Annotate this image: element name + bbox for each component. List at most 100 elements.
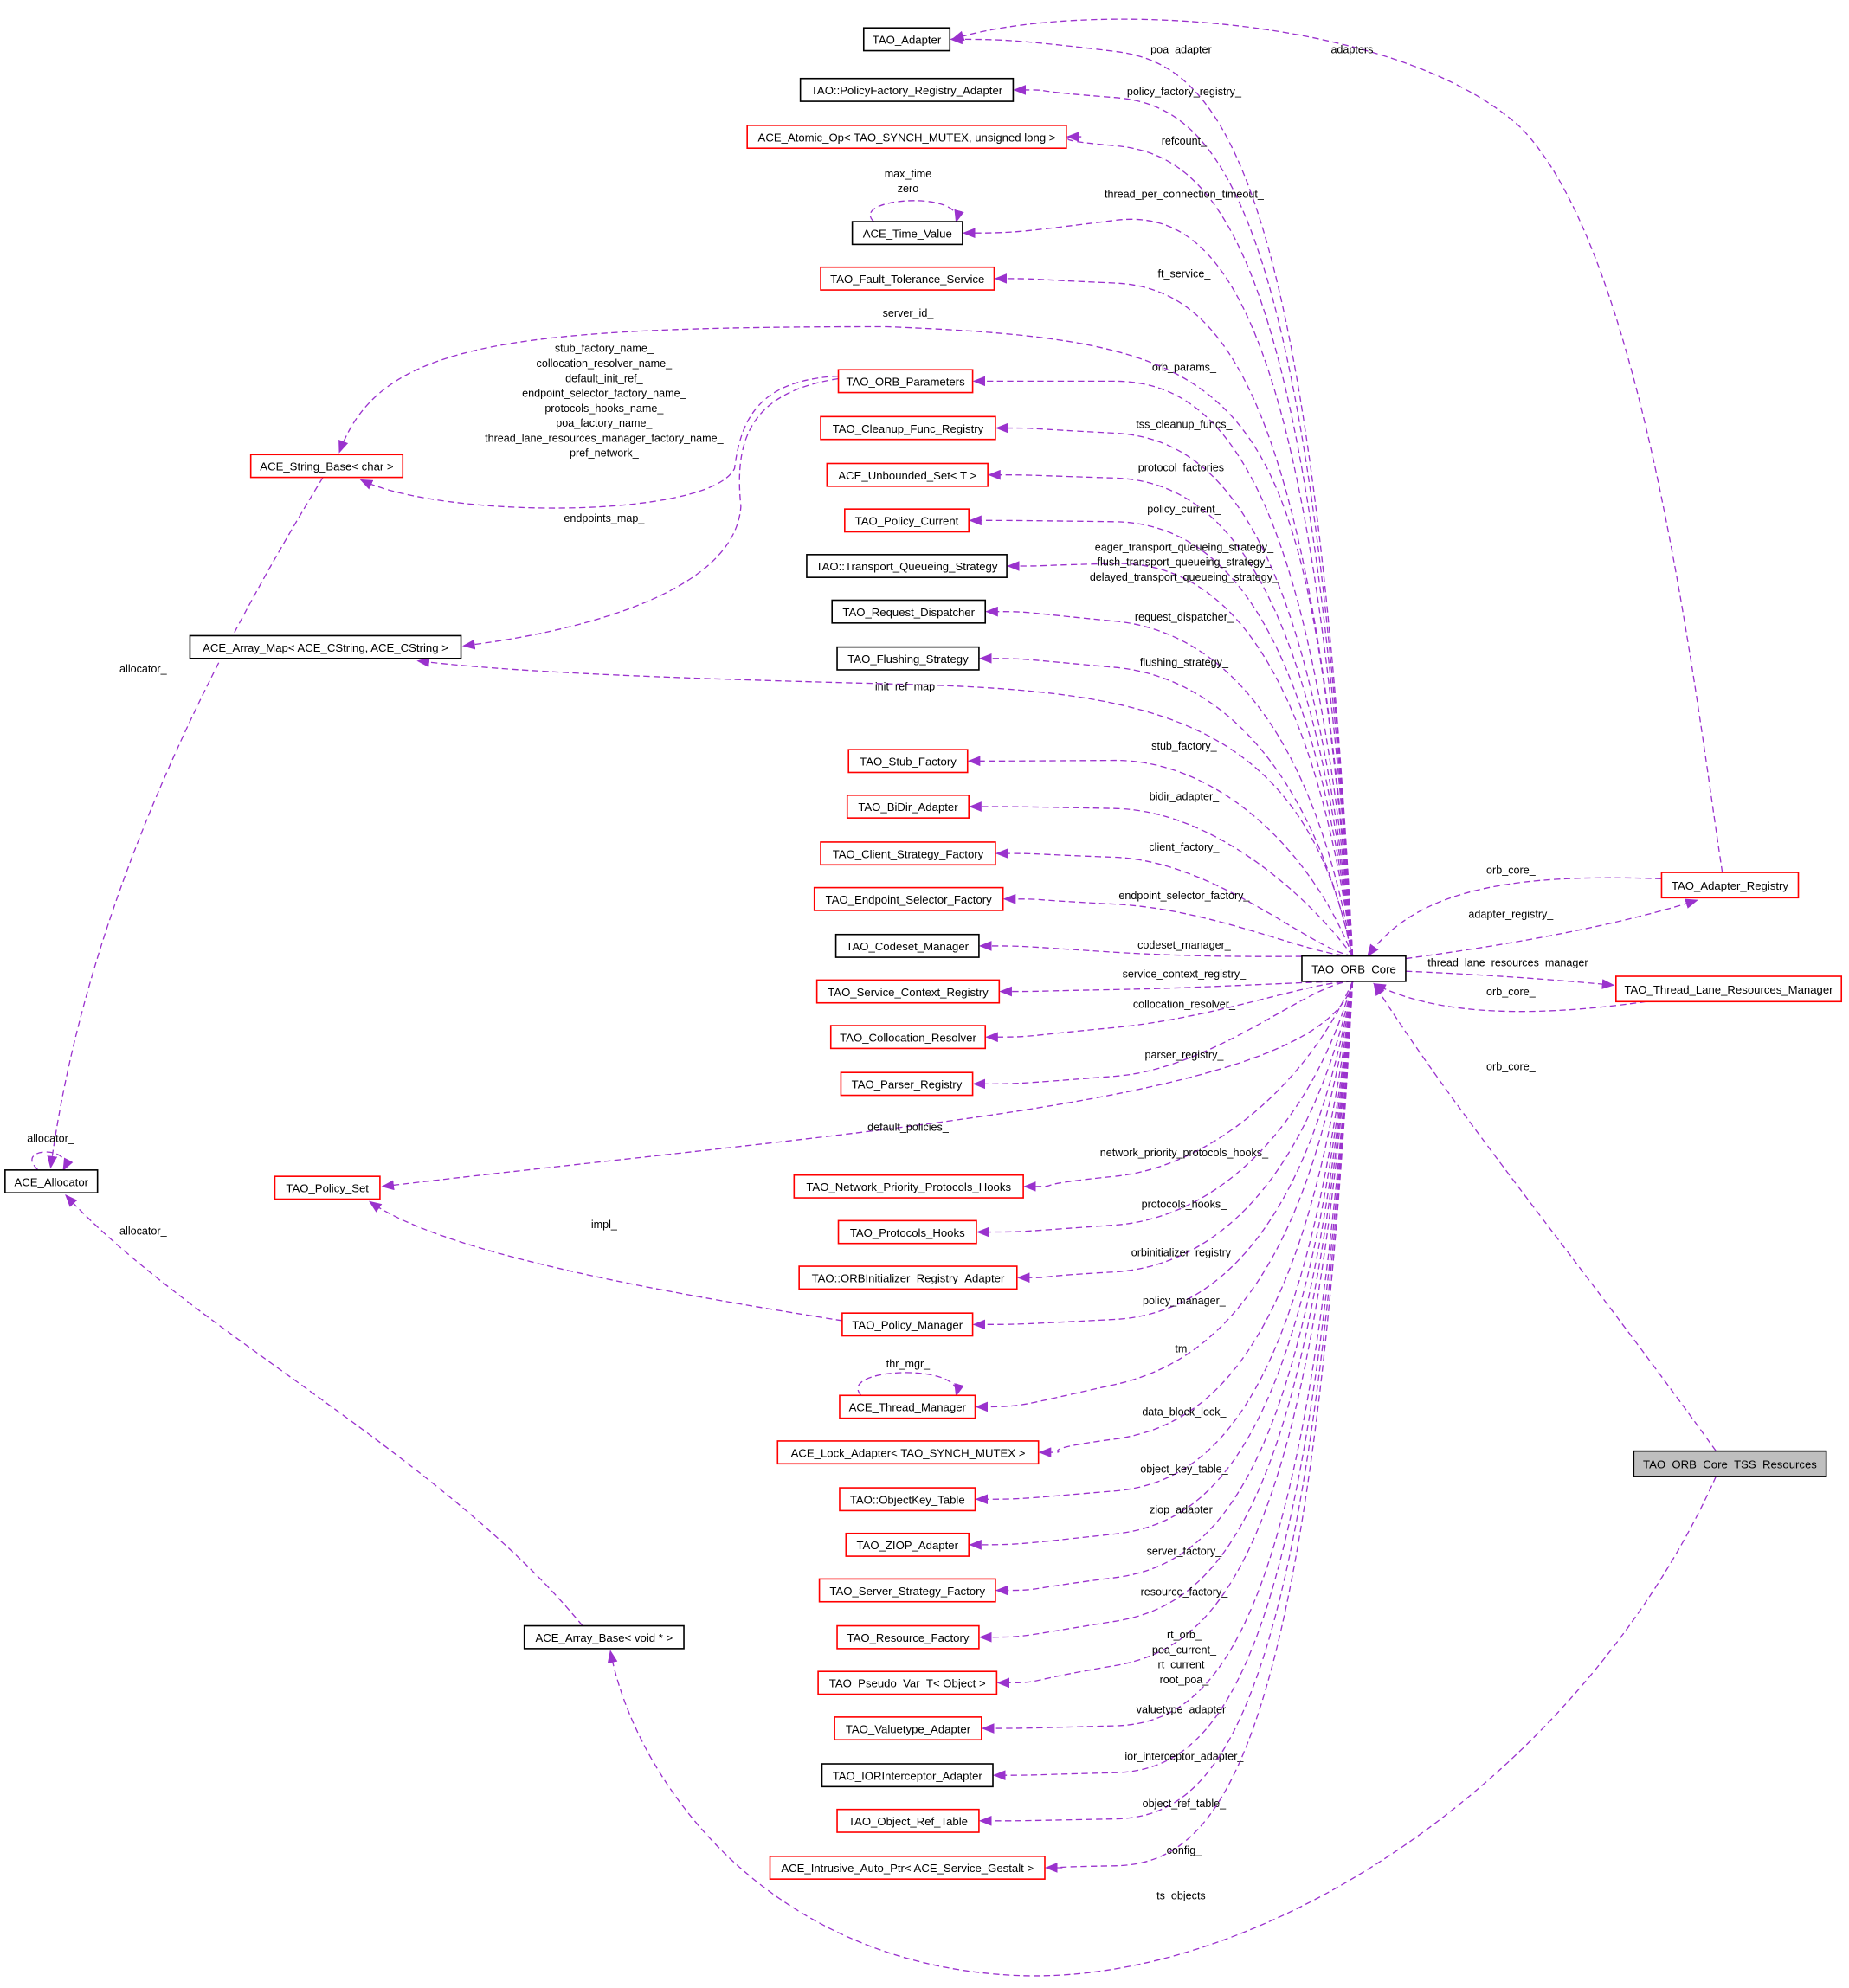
class-node-tao-objectkey-table[interactable]: TAO::ObjectKey_Table (839, 1487, 976, 1512)
class-node-tao-flushing-strategy[interactable]: TAO_Flushing_Strategy (836, 646, 980, 671)
node-box[interactable] (820, 415, 996, 441)
node-box[interactable] (776, 1440, 1040, 1465)
class-node-tao-iorinterceptor-adapter[interactable]: TAO_IORInterceptor_Adapter (821, 1763, 994, 1788)
class-node-tao-pseudo-var-t-object[interactable]: TAO_Pseudo_Var_T< Object > (817, 1670, 998, 1695)
class-node-tao-protocols-hooks[interactable]: TAO_Protocols_Hooks (837, 1219, 977, 1245)
class-node-tao-request-dispatcher[interactable]: TAO_Request_Dispatcher (831, 599, 987, 624)
class-node-tao-orbinitializer-registry-adapter[interactable]: TAO::ORBInitializer_Registry_Adapter (798, 1265, 1018, 1290)
node-label: TAO_Policy_Current (855, 515, 959, 528)
node-box[interactable] (817, 1670, 998, 1695)
node-label: TAO_Thread_Lane_Resources_Manager (1624, 983, 1833, 996)
class-node-tao-adapter-registry[interactable]: TAO_Adapter_Registry (1660, 872, 1800, 899)
class-node-tao-orb-core-tss-resources[interactable]: TAO_ORB_Core_TSS_Resources (1633, 1450, 1827, 1477)
node-box[interactable] (845, 1532, 970, 1557)
class-node-tao-network-priority-protocols-hooks[interactable]: TAO_Network_Priority_Protocols_Hooks (793, 1174, 1024, 1199)
node-box[interactable] (844, 508, 970, 533)
node-box[interactable] (769, 1856, 1046, 1880)
node-box[interactable] (836, 1624, 980, 1650)
class-node-tao-object-ref-table[interactable]: TAO_Object_Ref_Table (836, 1808, 980, 1833)
class-node-tao-endpoint-selector-factory[interactable]: TAO_Endpoint_Selector_Factory (813, 886, 1004, 911)
node-box[interactable] (1615, 975, 1843, 1003)
node-box[interactable] (837, 369, 974, 394)
node-box[interactable] (836, 1808, 980, 1833)
node-box[interactable] (523, 1624, 685, 1650)
node-box[interactable] (851, 221, 963, 246)
class-node-tao-stub-factory[interactable]: TAO_Stub_Factory (847, 749, 969, 774)
node-box[interactable] (1301, 955, 1407, 982)
class-node-tao-client-strategy-factory[interactable]: TAO_Client_Strategy_Factory (820, 841, 996, 866)
class-node-tao-policy-set[interactable]: TAO_Policy_Set (274, 1175, 381, 1200)
class-node-ace-unbounded-set-t[interactable]: ACE_Unbounded_Set< T > (826, 462, 989, 487)
class-node-tao-codeset-manager[interactable]: TAO_Codeset_Manager (834, 933, 980, 958)
node-box[interactable] (1633, 1450, 1827, 1477)
class-node-tao-ziop-adapter[interactable]: TAO_ZIOP_Adapter (845, 1532, 970, 1557)
edge-label: object_key_table_ (1140, 1464, 1228, 1476)
node-box[interactable] (834, 1716, 982, 1741)
class-node-ace-lock-adapter-tao-synch-mutex[interactable]: ACE_Lock_Adapter< TAO_SYNCH_MUTEX > (776, 1440, 1040, 1465)
node-box[interactable] (189, 634, 462, 659)
node-box[interactable] (799, 77, 1015, 102)
node-box[interactable] (847, 749, 969, 774)
class-node-tao-server-strategy-factory[interactable]: TAO_Server_Strategy_Factory (818, 1578, 996, 1603)
class-node-ace-allocator[interactable]: ACE_Allocator (4, 1169, 99, 1193)
class-node-tao-service-context-registry[interactable]: TAO_Service_Context_Registry (815, 979, 1001, 1004)
class-node-ace-intrusive-auto-ptr-ace-service-gestalt[interactable]: ACE_Intrusive_Auto_Ptr< ACE_Service_Gest… (769, 1856, 1046, 1880)
class-node-ace-array-base-void[interactable]: ACE_Array_Base< void * > (523, 1624, 685, 1650)
node-box[interactable] (806, 554, 1008, 578)
node-box[interactable] (840, 1071, 974, 1097)
node-box[interactable] (834, 933, 980, 958)
node-label: TAO_Object_Ref_Table (848, 1815, 968, 1828)
node-box[interactable] (818, 1578, 996, 1603)
node-box[interactable] (829, 1025, 987, 1050)
node-box[interactable] (846, 795, 970, 819)
edge-label: pref_network_ (570, 447, 640, 460)
edge-label: poa_factory_name_ (556, 417, 653, 429)
node-box[interactable] (841, 1312, 974, 1337)
node-box[interactable] (837, 1219, 977, 1245)
class-node-ace-atomic-op-tao-synch-mutex-unsigned-long[interactable]: ACE_Atomic_Op< TAO_SYNCH_MUTEX, unsigned… (746, 125, 1067, 150)
class-node-tao-orb-core[interactable]: TAO_ORB_Core (1301, 955, 1407, 982)
class-node-ace-array-map-ace-cstring-ace-cstring[interactable]: ACE_Array_Map< ACE_CString, ACE_CString … (189, 634, 462, 659)
node-box[interactable] (839, 1487, 976, 1512)
edge-label: data_block_lock_ (1142, 1406, 1227, 1419)
node-box[interactable] (249, 454, 404, 479)
node-box[interactable] (746, 125, 1067, 150)
edge-label: default_policies_ (867, 1122, 950, 1134)
class-node-tao-parser-registry[interactable]: TAO_Parser_Registry (840, 1071, 974, 1097)
class-node-tao-valuetype-adapter[interactable]: TAO_Valuetype_Adapter (834, 1716, 982, 1741)
class-node-tao-adapter[interactable]: TAO_Adapter (862, 27, 951, 52)
node-box[interactable] (826, 462, 989, 487)
class-node-tao-transport-queueing-strategy[interactable]: TAO::Transport_Queueing_Strategy (806, 554, 1008, 578)
node-box[interactable] (815, 979, 1001, 1004)
edge-label: ft_service_ (1158, 267, 1212, 280)
node-box[interactable] (831, 599, 987, 624)
node-label: TAO_Cleanup_Func_Registry (833, 422, 984, 435)
node-box[interactable] (793, 1174, 1024, 1199)
node-box[interactable] (821, 1763, 994, 1788)
class-node-tao-cleanup-func-registry[interactable]: TAO_Cleanup_Func_Registry (820, 415, 996, 441)
node-box[interactable] (798, 1265, 1018, 1290)
class-node-ace-string-base-char[interactable]: ACE_String_Base< char > (249, 454, 404, 479)
node-box[interactable] (836, 646, 980, 671)
node-box[interactable] (4, 1169, 99, 1193)
node-box[interactable] (274, 1175, 381, 1200)
class-node-tao-collocation-resolver[interactable]: TAO_Collocation_Resolver (829, 1025, 987, 1050)
node-box[interactable] (813, 886, 1004, 911)
node-box[interactable] (820, 841, 996, 866)
edge-allocator (65, 1194, 583, 1626)
class-node-tao-bidir-adapter[interactable]: TAO_BiDir_Adapter (846, 795, 970, 819)
class-node-tao-policyfactory-registry-adapter[interactable]: TAO::PolicyFactory_Registry_Adapter (799, 77, 1015, 102)
class-node-tao-orb-parameters[interactable]: TAO_ORB_Parameters (837, 369, 974, 394)
class-node-tao-fault-tolerance-service[interactable]: TAO_Fault_Tolerance_Service (820, 266, 995, 291)
class-node-tao-policy-current[interactable]: TAO_Policy_Current (844, 508, 970, 533)
node-box[interactable] (862, 27, 951, 52)
class-node-tao-thread-lane-resources-manager[interactable]: TAO_Thread_Lane_Resources_Manager (1615, 975, 1843, 1003)
node-box[interactable] (1660, 872, 1800, 899)
edge-label: orb_core_ (1486, 986, 1537, 998)
class-node-ace-time-value[interactable]: ACE_Time_Value (851, 221, 963, 246)
class-node-tao-resource-factory[interactable]: TAO_Resource_Factory (836, 1624, 980, 1650)
node-box[interactable] (820, 266, 995, 291)
class-node-tao-policy-manager[interactable]: TAO_Policy_Manager (841, 1312, 974, 1337)
class-node-ace-thread-manager[interactable]: ACE_Thread_Manager (839, 1394, 976, 1419)
node-box[interactable] (839, 1394, 976, 1419)
